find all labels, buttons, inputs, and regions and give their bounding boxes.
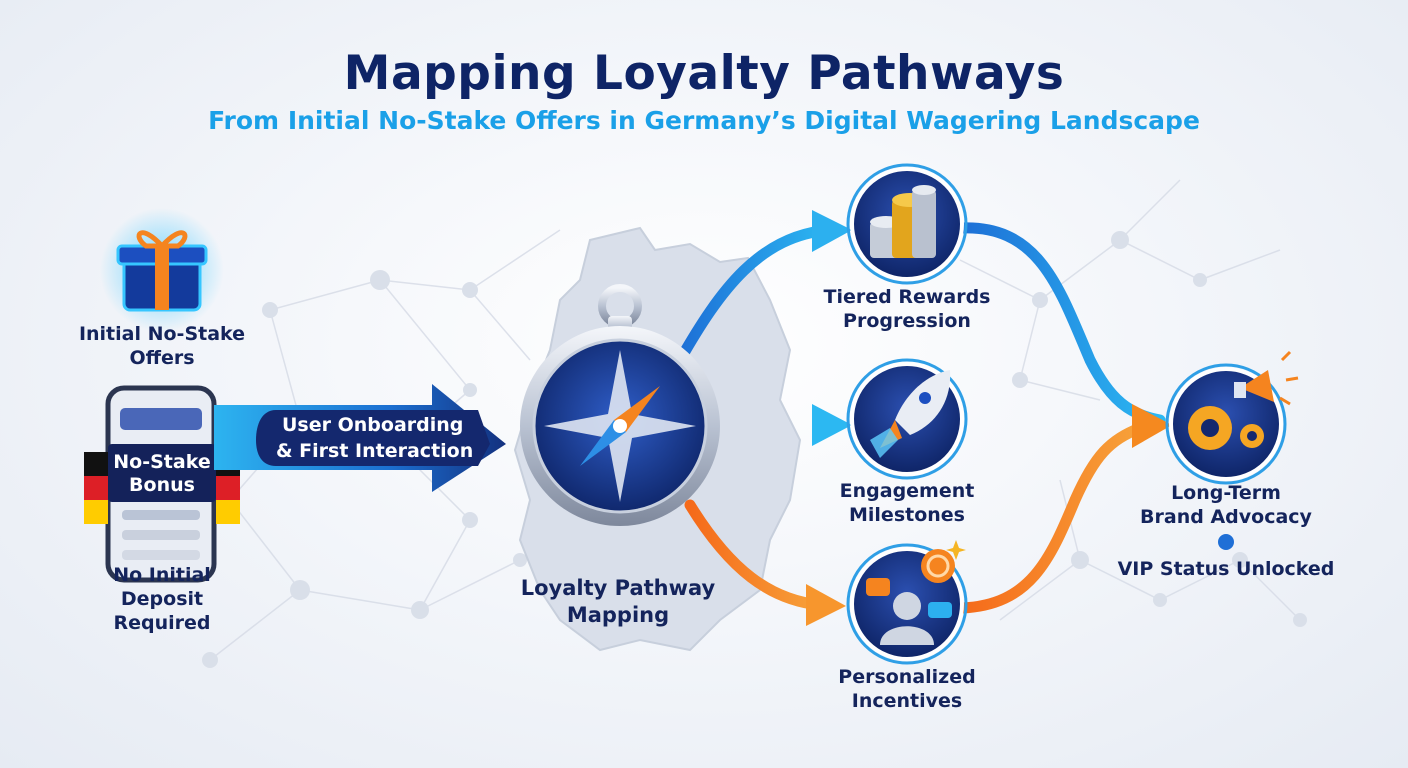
initial-offers-line1: Initial No-Stake bbox=[78, 323, 246, 345]
bonus-line1: No-Stake bbox=[113, 451, 211, 473]
flow-arrows bbox=[674, 210, 1172, 626]
german-flag-right bbox=[216, 452, 240, 524]
engagement-line2: Milestones bbox=[849, 504, 965, 526]
onboarding-label-pill bbox=[256, 410, 490, 466]
advocacy-line2: Brand Advocacy bbox=[1140, 506, 1312, 528]
german-flag-left bbox=[84, 452, 108, 524]
onboarding-label: User Onboarding & First Interaction bbox=[276, 412, 486, 464]
gears-megaphone-icon bbox=[1165, 350, 1299, 485]
advocacy-label: Long-Term Brand Advocacy bbox=[1106, 481, 1346, 529]
page-subtitle: From Initial No-Stake Offers in Germany’… bbox=[208, 106, 1200, 135]
personalized-line1: Personalized bbox=[838, 666, 976, 688]
tiered-rewards-label: Tiered Rewards Progression bbox=[797, 285, 1017, 333]
hub-label: Loyalty Pathway Mapping bbox=[500, 575, 736, 629]
gift-box-icon bbox=[100, 208, 224, 332]
deposit-line3: Required bbox=[113, 612, 211, 634]
deposit-line2: Deposit bbox=[120, 588, 204, 610]
personalized-label: Personalized Incentives bbox=[797, 665, 1017, 713]
no-stake-bonus-label: No-Stake Bonus bbox=[108, 451, 216, 497]
onboarding-line1: User Onboarding bbox=[282, 414, 464, 436]
network-nodes bbox=[202, 231, 1307, 668]
engagement-label: Engagement Milestones bbox=[797, 479, 1017, 527]
coins-stack-icon bbox=[846, 163, 968, 285]
compass-icon bbox=[520, 284, 720, 526]
initial-offers-label: Initial No-Stake Offers bbox=[62, 322, 262, 370]
rocket-icon bbox=[846, 358, 968, 480]
initial-offers-line2: Offers bbox=[129, 347, 195, 369]
personalized-line2: Incentives bbox=[851, 690, 963, 712]
onboarding-line2: & First Interaction bbox=[276, 440, 474, 462]
tiered-line1: Tiered Rewards bbox=[823, 286, 991, 308]
hub-line1: Loyalty Pathway bbox=[520, 576, 716, 600]
flow-arrow-personalized-to-advocacy bbox=[956, 422, 1146, 614]
vip-dot bbox=[1218, 534, 1234, 550]
engagement-line1: Engagement bbox=[839, 480, 975, 502]
no-stake-bonus-badge bbox=[108, 444, 216, 502]
bonus-line2: Bonus bbox=[129, 474, 195, 496]
page-title: Mapping Loyalty Pathways bbox=[343, 46, 1065, 101]
personalized-user-icon bbox=[846, 540, 968, 665]
hub-line2: Mapping bbox=[566, 603, 670, 627]
flow-arrow-tiered-to-advocacy bbox=[956, 222, 1166, 426]
deposit-line1: No Initial bbox=[113, 564, 211, 586]
flow-arrow-to-personalized bbox=[684, 499, 826, 611]
flow-arrow-to-tiered-rewards bbox=[674, 224, 836, 366]
vip-status-label: VIP Status Unlocked bbox=[1117, 558, 1335, 580]
advocacy-line1: Long-Term bbox=[1171, 482, 1281, 504]
tiered-line2: Progression bbox=[843, 310, 971, 332]
no-deposit-label: No Initial Deposit Required bbox=[62, 563, 262, 635]
